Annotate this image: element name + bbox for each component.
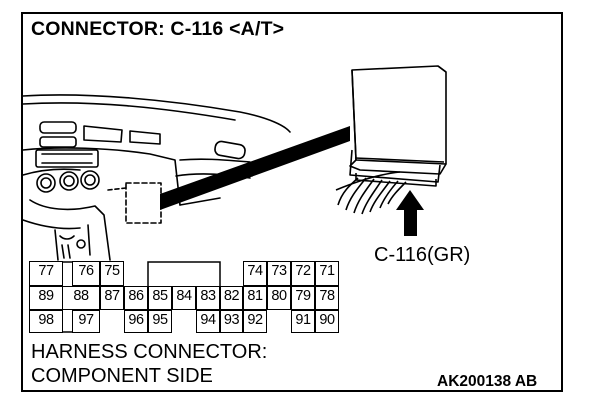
pin-cell: 73	[267, 261, 291, 286]
pin-cell: 82	[220, 286, 243, 310]
caption-line-1: HARNESS CONNECTOR:	[31, 341, 268, 363]
pin-cell: 83	[196, 286, 220, 310]
pin-cell: 78	[315, 286, 339, 310]
figure-frame	[21, 12, 563, 392]
pin-cell: 76	[72, 261, 100, 286]
connector-pin-grid: 77 76 75 74 73 72 71 89 88 87 86 85 84 8…	[29, 261, 339, 333]
pin-cell: 80	[267, 286, 291, 310]
pin-cell: 93	[220, 310, 243, 333]
pin-cell: 91	[291, 310, 315, 333]
pin-cell: 85	[148, 286, 172, 310]
pin-cell: 88	[63, 286, 100, 310]
pin-cell: 97	[72, 310, 100, 333]
pointer-arrow-icon	[396, 190, 424, 236]
connector-callout-label: C-116(GR)	[374, 244, 471, 266]
caption-line-2: COMPONENT SIDE	[31, 365, 213, 387]
pin-cell: 94	[196, 310, 220, 333]
pin-cell: 96	[124, 310, 148, 333]
pin-cell: 86	[124, 286, 148, 310]
pin-cell: 81	[243, 286, 267, 310]
ecu-module-icon	[335, 65, 447, 215]
pin-cell: 92	[243, 310, 267, 333]
figure-code: AK200138 AB	[437, 373, 538, 390]
pin-cell: 95	[148, 310, 172, 333]
connector-outline	[63, 261, 221, 333]
pin-cell: 79	[291, 286, 315, 310]
figure-title: CONNECTOR: C-116 <A/T>	[31, 18, 285, 40]
pin-cell: 74	[243, 261, 267, 286]
pin-cell: 89	[29, 286, 63, 310]
pin-cell: 71	[315, 261, 339, 286]
pin-cell: 87	[100, 286, 124, 310]
pin-cell: 72	[291, 261, 315, 286]
pin-cell: 84	[172, 286, 196, 310]
pin-cell: 75	[100, 261, 124, 286]
pin-cell: 90	[315, 310, 339, 333]
pin-cell: 77	[29, 261, 63, 286]
pin-cell: 98	[29, 310, 63, 333]
